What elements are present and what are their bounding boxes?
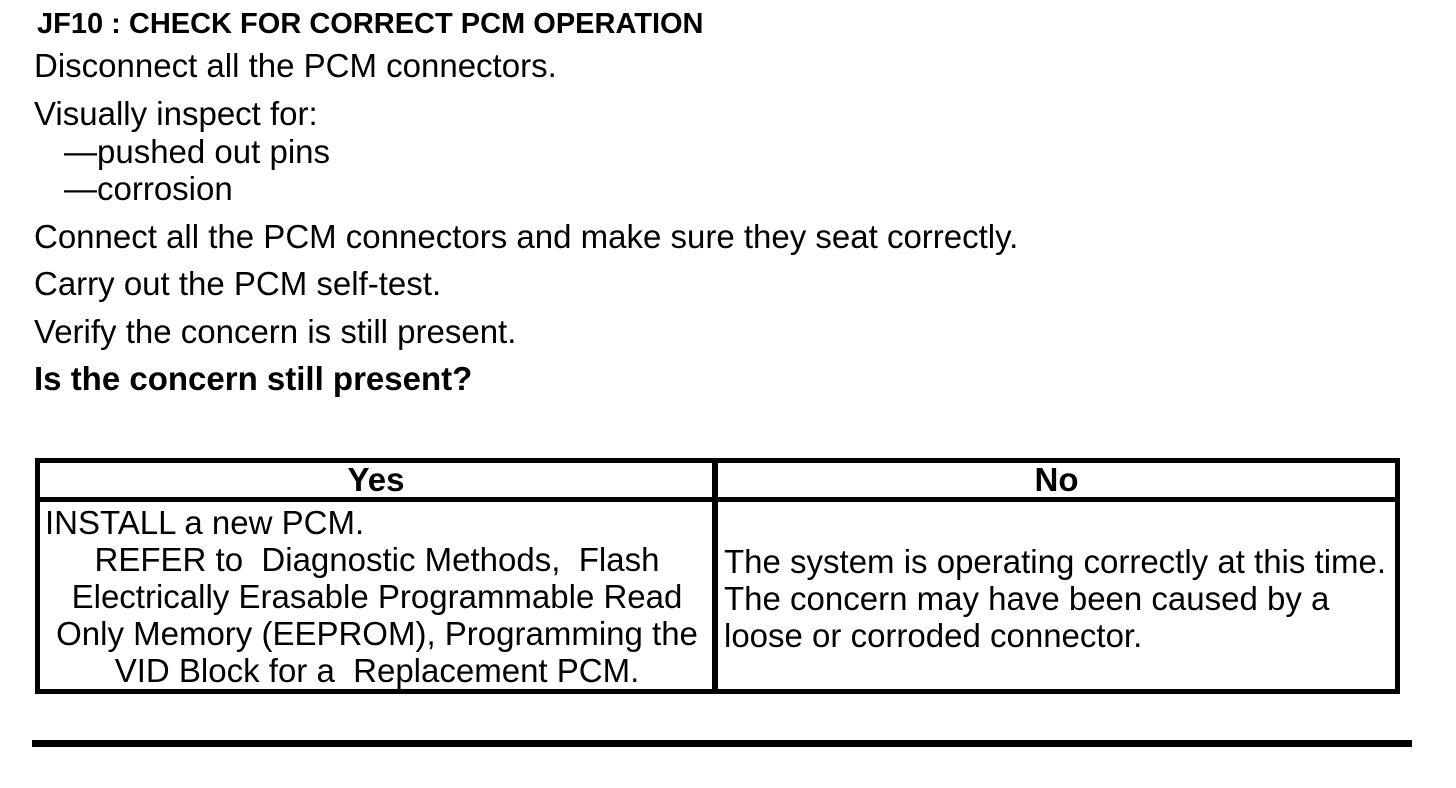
no-column-header: No xyxy=(1034,461,1079,498)
footer-divider xyxy=(32,740,1412,747)
procedure-step-inspect: Visually inspect for: xyxy=(34,95,318,132)
decision-table-header-row: Yes No xyxy=(40,463,1395,502)
yes-action-line: INSTALL a new PCM. xyxy=(45,504,365,541)
yes-action-line: REFER to Diagnostic Methods, Flash xyxy=(94,541,660,578)
procedure-step-disconnect: Disconnect all the PCM connectors. xyxy=(34,47,557,84)
decision-question: Is the concern still present? xyxy=(34,360,473,397)
inspection-list-item: —pushed out pins xyxy=(64,133,331,170)
pinpoint-test-heading: JF10 : CHECK FOR CORRECT PCM OPERATION xyxy=(37,8,704,40)
decision-table-body-row: INSTALL a new PCM. REFER to Diagnostic M… xyxy=(40,502,1395,689)
procedure-step-selftest: Carry out the PCM self-test. xyxy=(34,265,442,302)
decision-table: Yes No INSTALL a new PCM. REFER to Diagn… xyxy=(35,458,1400,694)
inspection-list-item: —corrosion xyxy=(64,170,233,207)
no-action-line: loose or corroded connector. xyxy=(724,617,1143,654)
yes-column-header: Yes xyxy=(40,463,718,497)
yes-action-cell: INSTALL a new PCM. REFER to Diagnostic M… xyxy=(40,502,718,689)
no-action-cell: The system is operating correctly at thi… xyxy=(718,502,1395,689)
yes-action-line: VID Block for a Replacement PCM. xyxy=(114,652,640,689)
yes-action-line: Only Memory (EEPROM), Programming the xyxy=(56,615,698,652)
procedure-step-verify: Verify the concern is still present. xyxy=(34,313,517,350)
no-action-line: The system is operating correctly at thi… xyxy=(724,543,1387,580)
procedure-step-connect: Connect all the PCM connectors and make … xyxy=(34,218,1019,255)
yes-action-line: Electrically Erasable Programmable Read xyxy=(71,578,683,615)
no-action-line: The concern may have been caused by a xyxy=(724,580,1330,617)
